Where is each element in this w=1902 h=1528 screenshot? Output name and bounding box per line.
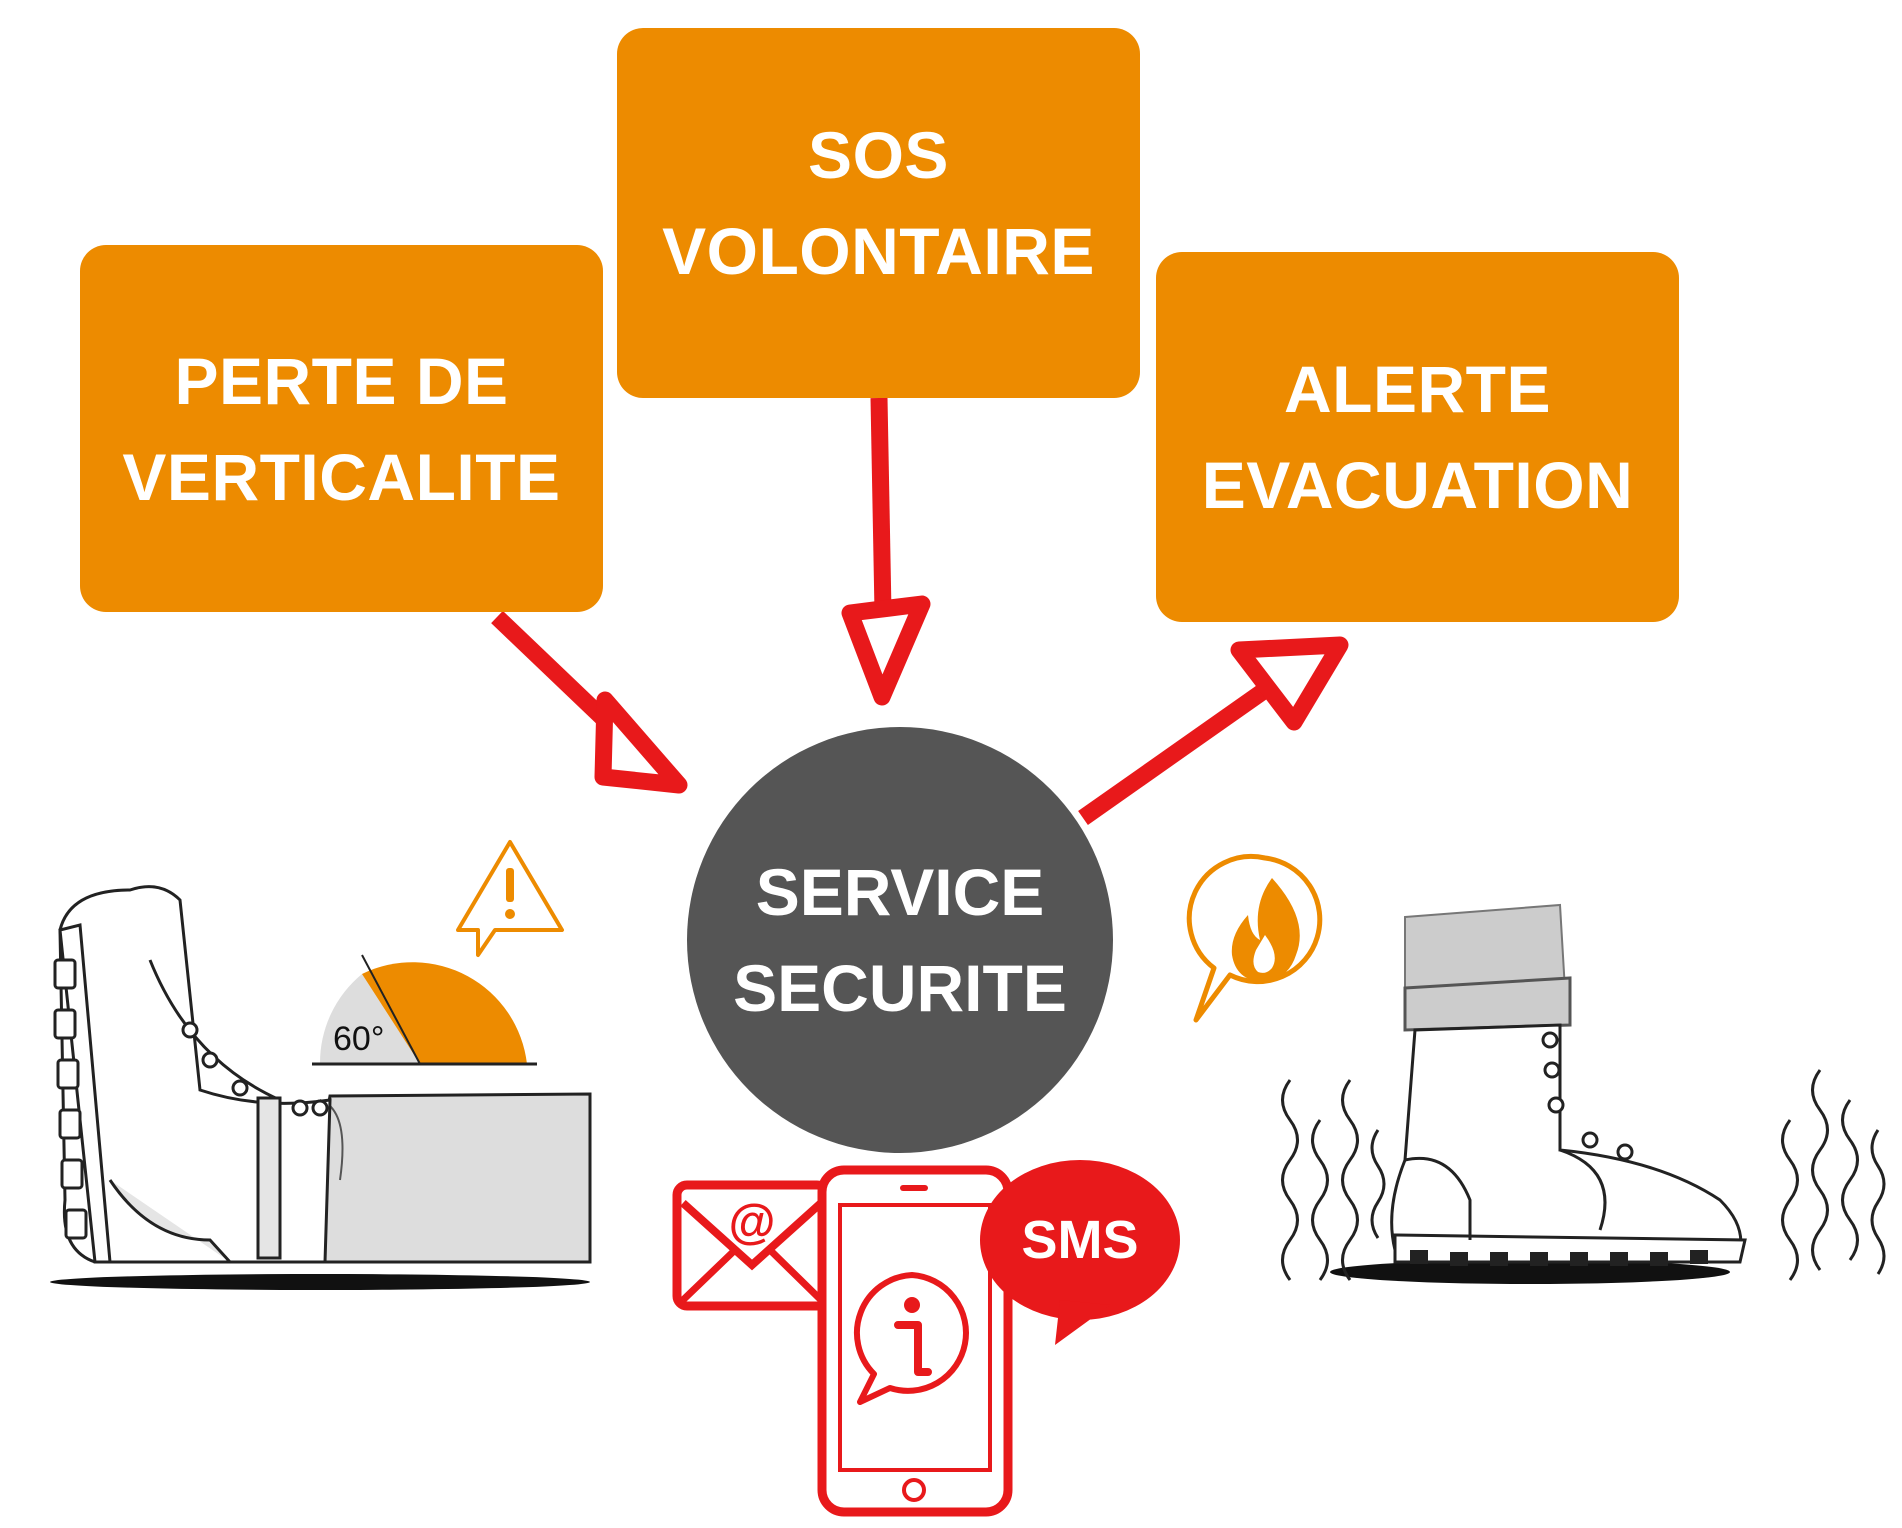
box-sos-line1: SOS [808, 118, 949, 192]
arrow-perte-to-hub [491, 610, 688, 794]
box-perte-line1: PERTE DE [174, 343, 509, 418]
angle-label: 60° [333, 1020, 384, 1058]
hub-line1: SERVICE [755, 855, 1045, 929]
sms-bubble-icon: SMS [980, 1160, 1180, 1345]
shaking-boot-illustration [1281, 903, 1886, 1284]
box-sos-volontaire: SOS VOLONTAIRE [617, 28, 1140, 398]
box-perte-line2: VERTICALITE [122, 439, 561, 514]
box-alerte-line1: ALERTE [1284, 352, 1551, 426]
hub-service-securite: SERVICE SECURITE [687, 727, 1113, 1153]
email-at-symbol: @ [729, 1196, 776, 1249]
arrow-sos-to-hub [841, 397, 931, 706]
box-sos-line2: VOLONTAIRE [662, 214, 1095, 288]
box-perte-de-verticalite: PERTE DE VERTICALITE [80, 245, 603, 612]
box-alerte-evacuation: ALERTE EVACUATION [1156, 252, 1679, 622]
arrow-hub-to-alerte [1078, 636, 1349, 825]
hub-line2: SECURITE [733, 951, 1067, 1025]
email-icon: @ [672, 1180, 832, 1311]
angle-gauge-icon: 60° [312, 954, 537, 1066]
fallen-boot-illustration [50, 885, 592, 1290]
warning-icon [456, 840, 564, 957]
sms-label: SMS [1021, 1210, 1138, 1270]
box-alerte-line2: EVACUATION [1201, 448, 1634, 522]
fire-alert-icon [1186, 853, 1323, 1023]
info-icon [854, 1272, 969, 1405]
